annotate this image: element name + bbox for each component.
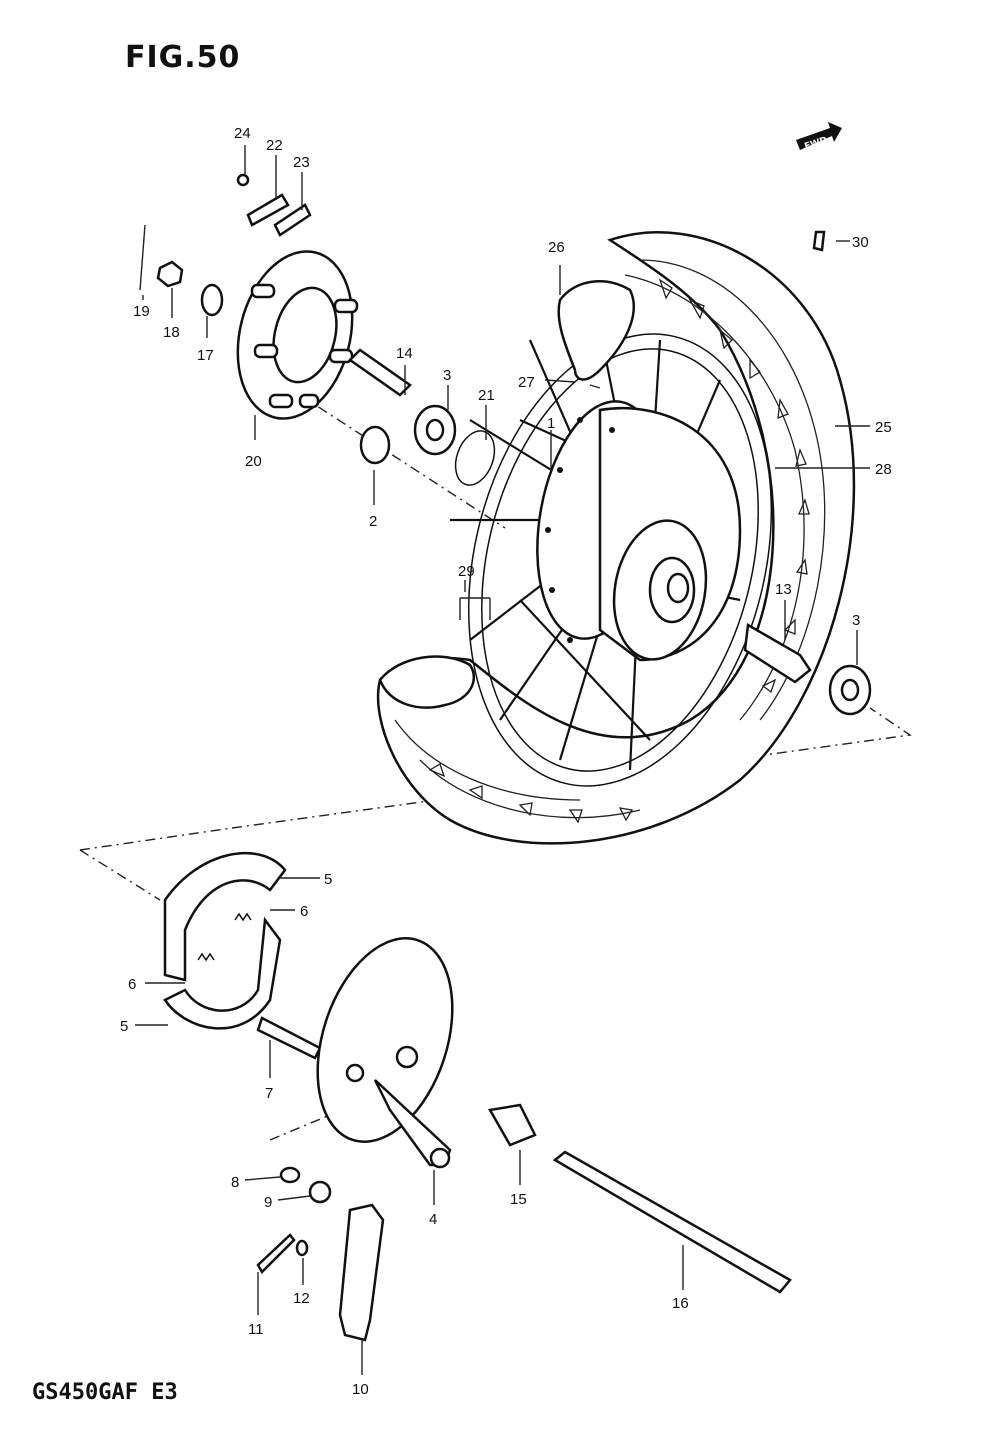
callout-18: 18 bbox=[163, 324, 180, 341]
rim-outer bbox=[467, 333, 773, 787]
seal-ring bbox=[279, 1166, 301, 1184]
callout-16: 16 bbox=[672, 1295, 689, 1312]
figure-title: FIG.50 bbox=[125, 40, 241, 75]
bolt-small bbox=[236, 173, 250, 187]
callout-29: 29 bbox=[458, 563, 475, 580]
rim-inner bbox=[481, 348, 759, 772]
callout-13: 13 bbox=[775, 581, 792, 598]
callout-8: 8 bbox=[231, 1174, 239, 1191]
brake-panel bbox=[316, 937, 454, 1169]
callout-30: 30 bbox=[852, 234, 869, 251]
washer-lower bbox=[308, 1180, 332, 1204]
axle-spacer bbox=[743, 622, 812, 684]
callout-6-upper: 6 bbox=[300, 903, 308, 920]
bolt-lever bbox=[256, 1233, 296, 1275]
callout-11: 11 bbox=[248, 1321, 264, 1338]
callout-4: 4 bbox=[429, 1211, 437, 1228]
callout-3-right: 3 bbox=[852, 612, 860, 629]
callout-26: 26 bbox=[548, 239, 565, 256]
callout-1: 1 bbox=[547, 415, 555, 432]
callout-17: 17 bbox=[197, 347, 214, 364]
rear-axle bbox=[552, 1150, 792, 1294]
wheel-hub bbox=[536, 400, 742, 662]
callout-7: 7 bbox=[265, 1085, 273, 1102]
callout-23: 23 bbox=[293, 154, 310, 171]
callout-24: 24 bbox=[234, 125, 251, 142]
inner-tube bbox=[557, 280, 635, 381]
callout-19: 19 bbox=[133, 303, 150, 320]
callout-28: 28 bbox=[875, 461, 892, 478]
callout-3-upper: 3 bbox=[443, 367, 451, 384]
valve-stem bbox=[589, 384, 601, 389]
callout-27: 27 bbox=[518, 374, 535, 391]
callouts: 24 22 23 19 18 17 20 14 3 21 2 26 27 1 3… bbox=[120, 125, 892, 1398]
nut bbox=[156, 260, 184, 288]
spacer bbox=[359, 425, 391, 465]
model-code: GS450GAF E3 bbox=[32, 1380, 178, 1405]
callout-14: 14 bbox=[396, 345, 413, 362]
cam-lever bbox=[338, 1203, 385, 1342]
shoe-spring-upper bbox=[234, 912, 252, 922]
axle-collar bbox=[488, 1103, 537, 1147]
lock-washer bbox=[246, 193, 290, 227]
lock-plate bbox=[273, 203, 312, 237]
callout-20: 20 bbox=[245, 453, 262, 470]
shoe-spring-lower bbox=[197, 952, 215, 962]
callout-12: 12 bbox=[293, 1290, 310, 1307]
callout-15: 15 bbox=[510, 1191, 527, 1208]
callout-5-lower: 5 bbox=[120, 1018, 128, 1035]
callout-6-lower: 6 bbox=[128, 976, 136, 993]
callout-10: 10 bbox=[352, 1381, 369, 1398]
sprocket-drum bbox=[236, 250, 359, 420]
rim-band bbox=[378, 655, 476, 709]
leader-lines bbox=[135, 145, 870, 1375]
nut-lever bbox=[295, 1239, 309, 1257]
forward-arrow-icon: FWD bbox=[796, 122, 842, 152]
o-ring bbox=[454, 430, 496, 486]
callout-25: 25 bbox=[875, 419, 892, 436]
brake-shoe-upper bbox=[163, 851, 287, 982]
brake-cam bbox=[256, 1016, 322, 1060]
washer bbox=[200, 283, 224, 317]
valve-cap bbox=[812, 230, 826, 252]
brake-shoe-lower bbox=[163, 916, 282, 1030]
callout-5-upper: 5 bbox=[324, 871, 332, 888]
callout-9: 9 bbox=[264, 1194, 272, 1211]
axle-sleeve bbox=[348, 348, 412, 397]
callout-21: 21 bbox=[478, 387, 495, 404]
axis-line-left-top bbox=[79, 827, 233, 851]
cotter-pin bbox=[139, 224, 146, 291]
callout-22: 22 bbox=[266, 137, 283, 154]
axis-line-left bbox=[79, 849, 161, 901]
axis-line-hub bbox=[299, 394, 506, 529]
callout-2: 2 bbox=[369, 513, 377, 530]
